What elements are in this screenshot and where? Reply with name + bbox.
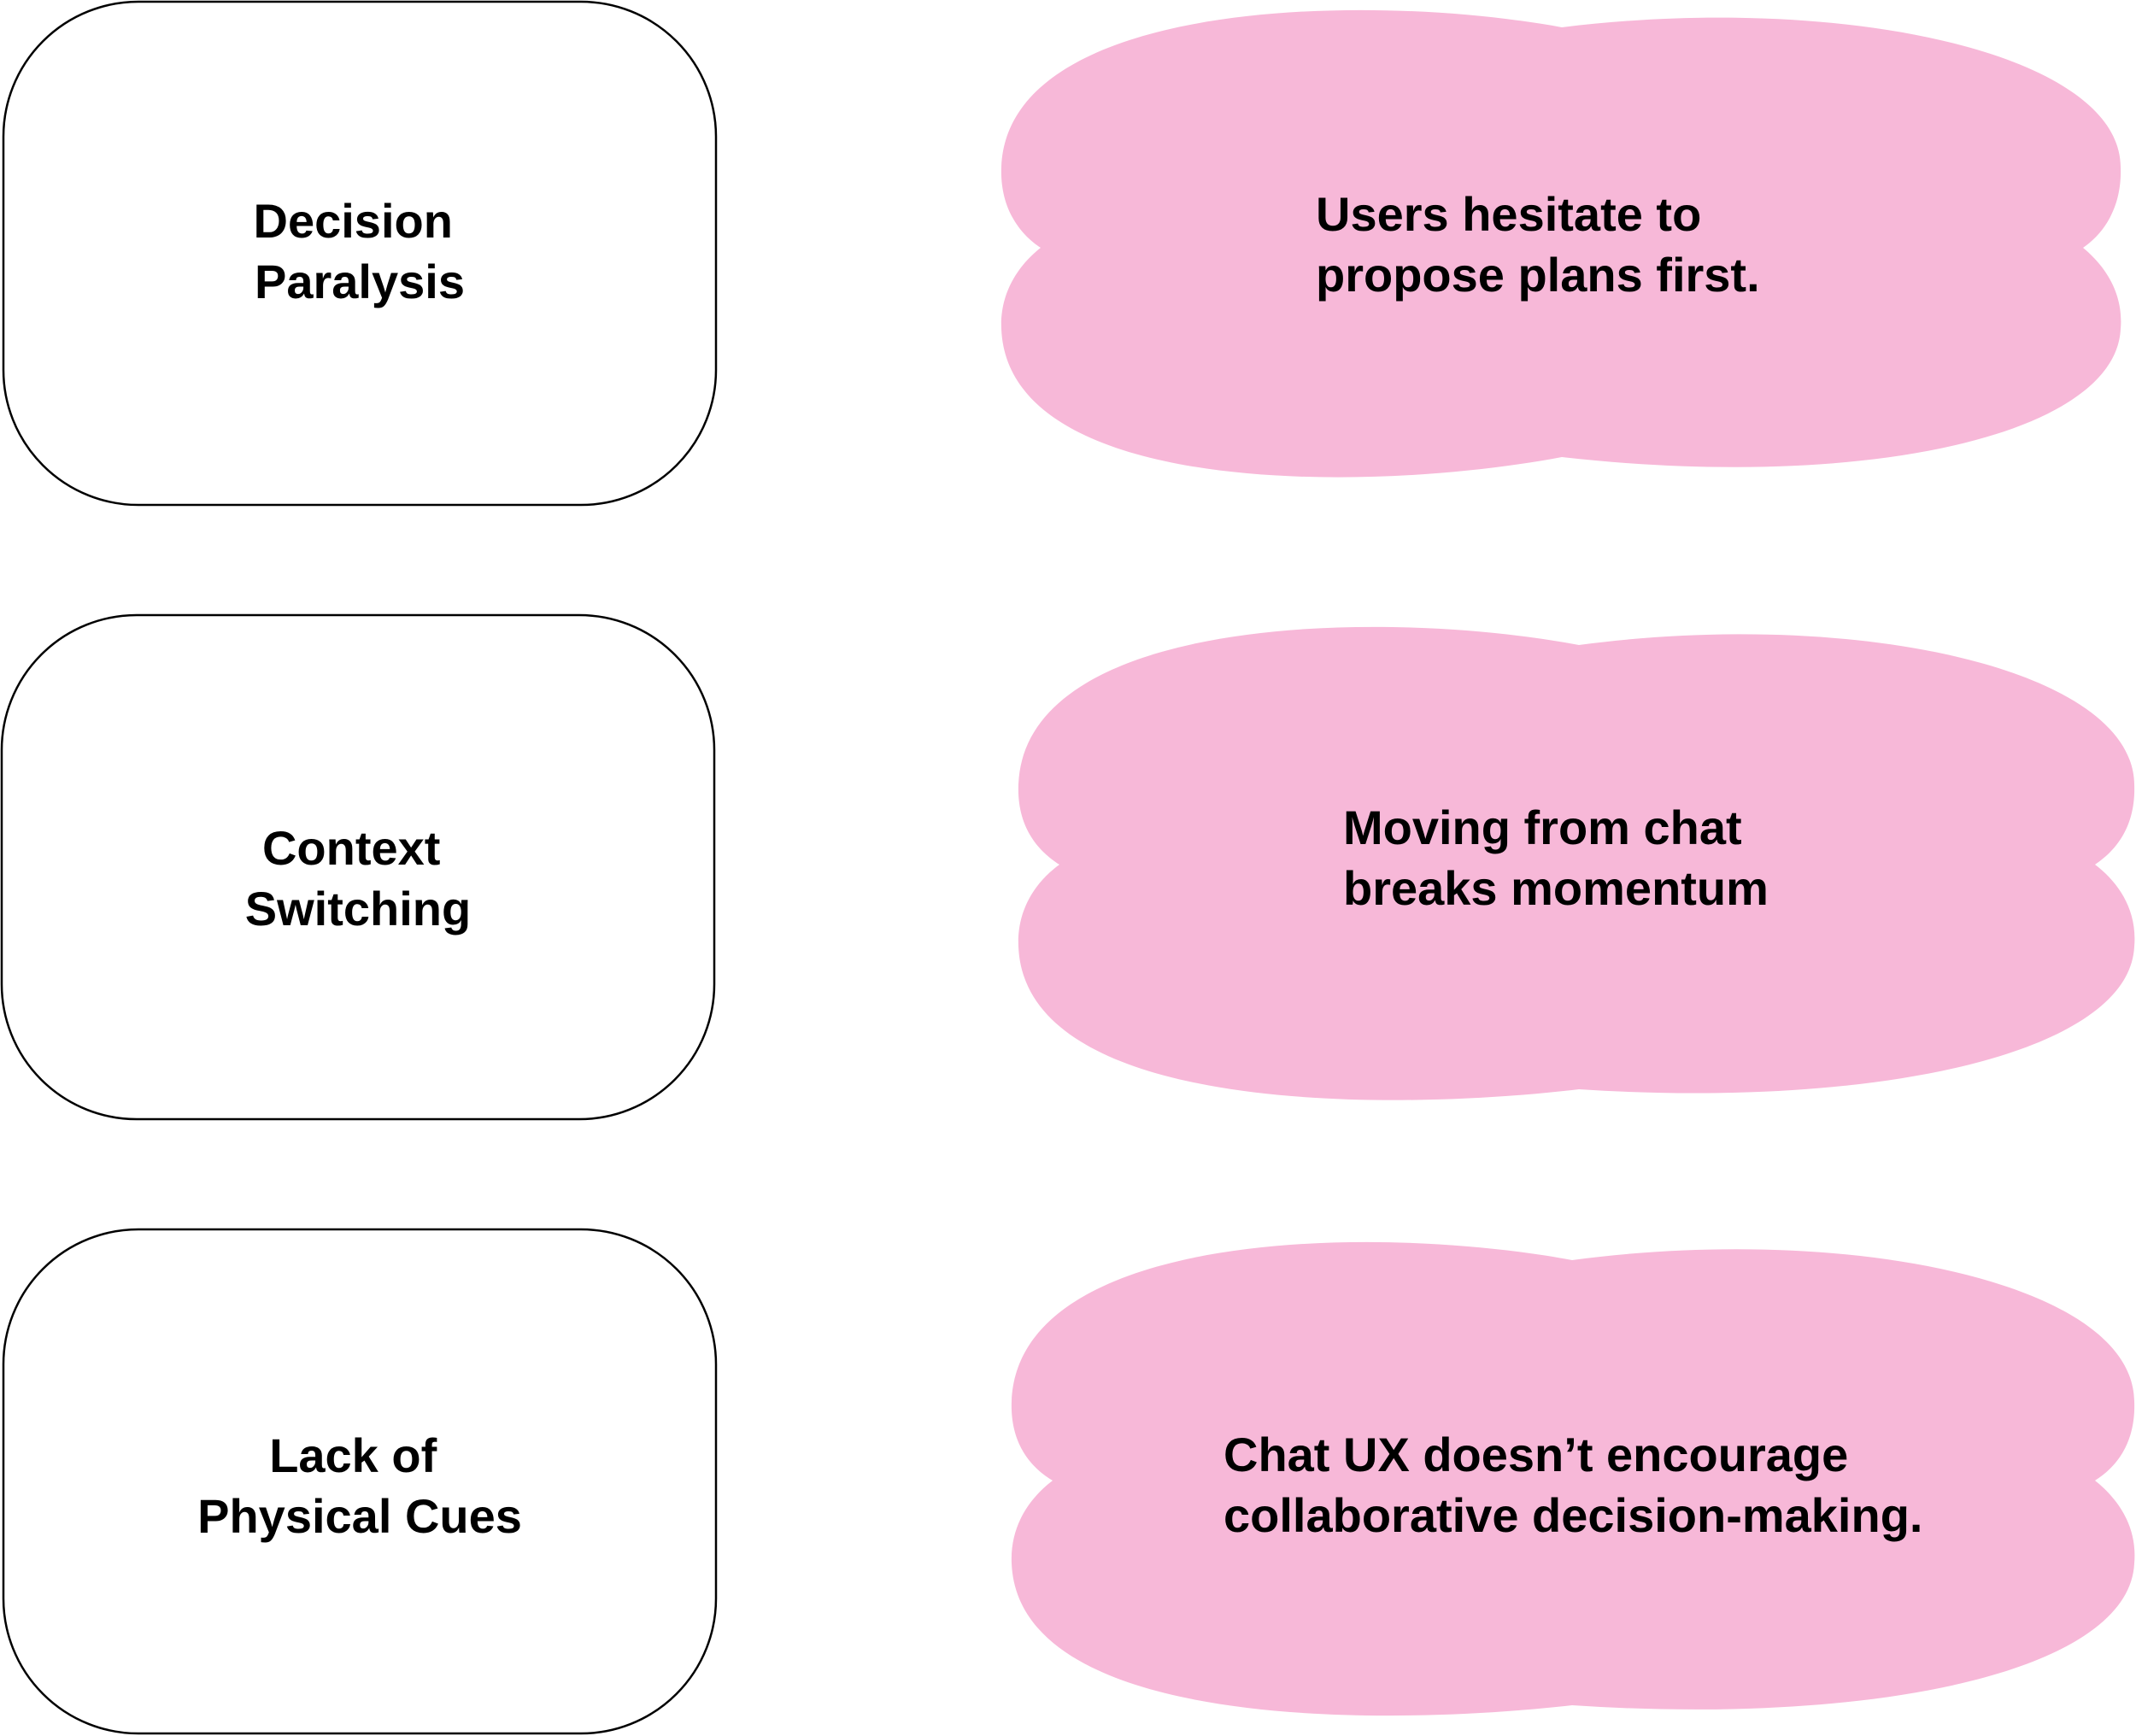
problem-box-2 — [0, 613, 716, 1121]
insight-cloud-2 — [1018, 626, 2135, 1100]
problem-label-2-line-2: Switching — [245, 882, 471, 935]
insight-label-3-line-2: collaborative decision-making. — [1224, 1488, 1922, 1542]
insight-label-2-line-1: Moving from chat — [1343, 801, 1742, 854]
row-1: Decision Paralysis Users hesitate to pro… — [2, 0, 2121, 507]
problem-label-1: Decision Paralysis — [254, 194, 467, 308]
insight-label-3-line-1: Chat UX doesn’t encourage — [1224, 1428, 1848, 1481]
row-3: Lack of Physical Cues Chat UX doesn’t en… — [2, 1228, 2135, 1735]
insight-label-2: Moving from chat breaks momentum — [1343, 801, 1769, 915]
problem-label-1-line-2: Paralysis — [255, 255, 465, 308]
insight-label-1-line-1: Users hesitate to — [1316, 187, 1701, 241]
insight-label-3: Chat UX doesn’t encourage collaborative … — [1224, 1428, 1922, 1542]
problem-label-3-line-1: Lack of — [269, 1428, 437, 1482]
insight-label-1-line-2: propose plans first. — [1316, 248, 1760, 302]
problem-box-1 — [2, 0, 718, 507]
problem-label-2: Context Switching — [245, 821, 471, 935]
insight-cloud-1 — [1001, 9, 2121, 478]
row-2: Context Switching Moving from chat break… — [0, 613, 2135, 1121]
problem-label-3: Lack of Physical Cues — [197, 1428, 522, 1543]
problem-label-1-line-1: Decision — [254, 194, 453, 248]
problem-label-3-line-2: Physical Cues — [197, 1489, 522, 1543]
insight-label-1: Users hesitate to propose plans first. — [1316, 187, 1760, 302]
insight-label-2-line-2: breaks momentum — [1343, 861, 1769, 915]
problem-box-3 — [2, 1228, 718, 1735]
problem-label-2-line-1: Context — [262, 821, 440, 875]
insight-cloud-3 — [1011, 1241, 2135, 1716]
